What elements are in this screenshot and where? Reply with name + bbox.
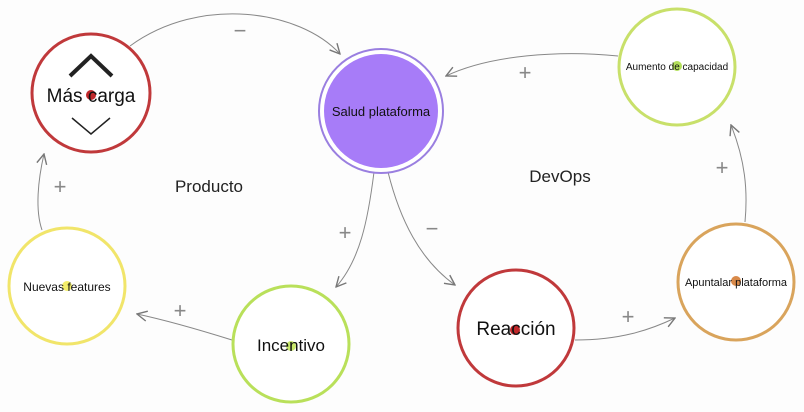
group-label-producto: Producto <box>175 177 243 196</box>
activity-dot <box>510 325 520 335</box>
node-label: Nuevas features <box>23 280 110 294</box>
node-salud-plataforma[interactable]: Salud plataforma <box>318 48 444 174</box>
edge-aumento-to-salud <box>446 53 619 76</box>
sign-reaccion-to-apuntalar: + <box>622 304 635 329</box>
sign-aumento-to-salud: + <box>519 60 532 85</box>
edge-apuntalar-to-aumento <box>731 125 747 223</box>
sign-incentivo-to-nuevas: + <box>174 298 187 323</box>
edge-salud-to-incentivo <box>336 171 375 287</box>
sign-salud-to-reaccion: − <box>426 216 439 241</box>
node-label: Salud plataforma <box>332 104 431 119</box>
sign-apuntalar-to-aumento: + <box>716 155 729 180</box>
node-label: Más carga <box>47 86 136 107</box>
edge-reaccion-to-apuntalar <box>574 318 675 341</box>
node-label: Apuntalar plataforma <box>685 277 788 289</box>
chevron-up-icon <box>68 53 114 78</box>
activity-dot <box>731 276 741 286</box>
edge-salud-to-reaccion <box>387 171 455 285</box>
edge-incentivo-to-nuevas <box>137 314 233 341</box>
sign-mas-carga-to-salud: − <box>234 18 247 43</box>
activity-dot <box>672 61 682 71</box>
edge-mas-carga-to-salud <box>129 13 340 54</box>
group-label-devops: DevOps <box>529 167 590 186</box>
chevron-down-icon <box>71 117 111 135</box>
node-apuntalar-plataforma[interactable]: Apuntalar plataforma <box>676 222 796 342</box>
node-label: Aumento de capacidad <box>626 62 728 73</box>
node-reaccion[interactable]: Reacción <box>456 268 576 388</box>
node-label: Reacción <box>476 319 555 340</box>
node-incentivo[interactable]: Incentivo <box>231 284 351 404</box>
node-nuevas-features[interactable]: Nuevas features <box>7 226 127 346</box>
node-mas-carga[interactable]: Más carga <box>30 32 152 154</box>
sign-nuevas-to-mas-carga: + <box>54 174 67 199</box>
activity-dot <box>62 281 72 291</box>
activity-dot <box>286 341 296 351</box>
edges <box>38 13 747 341</box>
link-signs: − + + − + + + + <box>54 18 729 329</box>
activity-dot <box>86 90 96 100</box>
edge-nuevas-to-mas-carga <box>38 154 44 231</box>
node-label: Incentivo <box>257 336 325 355</box>
node-aumento-capacidad[interactable]: Aumento de capacidad <box>617 7 737 127</box>
sign-salud-to-incentivo: + <box>339 220 352 245</box>
